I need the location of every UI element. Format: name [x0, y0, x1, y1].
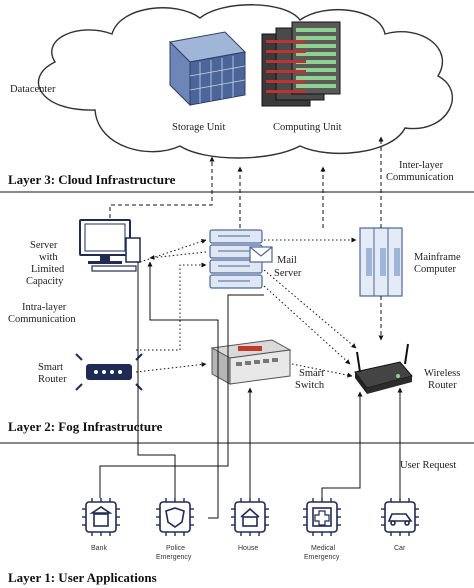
computing-unit-label: Computing Unit [273, 122, 342, 133]
mainframe-label-2: Computer [414, 264, 456, 275]
inter-layer-label-1: Inter-layer [399, 160, 444, 171]
bank-request-line [99, 294, 264, 498]
intra-link-router-switch [135, 362, 207, 373]
medical-label-2: Emergency [304, 554, 340, 561]
intra-link-1 [139, 239, 207, 263]
intra-link-mail-router [263, 285, 351, 365]
layer2-title: Layer 2: Fog Infrastructure [8, 419, 163, 434]
wireless-router-icon [354, 343, 413, 394]
server-limited-label-4: Capacity [26, 276, 64, 287]
police-request-line-2 [147, 261, 219, 519]
police-label-1: Police [166, 545, 185, 552]
user-request-label: User Request [400, 460, 456, 471]
mail-server-label-1: Mail [277, 255, 297, 266]
layer3-title: Layer 3: Cloud Infrastructure [8, 172, 176, 187]
layer1-title: Layer 1: User Applications [8, 570, 157, 585]
mainframe-label-1: Mainframe [414, 252, 461, 263]
storage-unit-label: Storage Unit [172, 122, 225, 133]
inter-layer-label-2: Communication [386, 172, 454, 183]
mail-server-label-2: Server [274, 268, 302, 279]
server-limited-capacity-icon [79, 219, 141, 272]
wireless-router-label-1: Wireless [424, 368, 460, 379]
datacenter-label: Datacenter [10, 84, 56, 95]
storage-unit-icon [168, 31, 247, 107]
bank-label: Bank [91, 545, 107, 552]
house-chip-icon [231, 498, 269, 536]
connection-lines [109, 136, 384, 378]
intra-link-router-mail [136, 262, 207, 351]
mainframe-computer-icon [359, 227, 403, 297]
smart-router-label-1: Smart [38, 362, 63, 373]
car-chip-icon [381, 498, 419, 536]
medical-label-1: Medical [311, 545, 336, 552]
server-limited-label-3: Limited [31, 264, 65, 275]
server-limited-label-1: Server [30, 240, 58, 251]
car-label: Car [394, 545, 406, 552]
police-request-line [137, 262, 176, 500]
wireless-router-label-2: Router [428, 380, 457, 391]
smart-switch-icon [210, 339, 292, 385]
smart-router-icon [75, 353, 143, 391]
police-label-2: Emergency [156, 554, 192, 561]
mail-server-icon [209, 229, 273, 289]
house-label: House [238, 545, 258, 552]
intra-layer-label-2: Communication [8, 314, 76, 325]
intra-link-2 [149, 251, 207, 261]
intra-link-mail-router-2 [263, 269, 357, 349]
smart-switch-label-2: Switch [295, 380, 325, 391]
inter-layer-link-server [109, 156, 215, 218]
police-emergency-chip-icon [156, 498, 194, 536]
smart-switch-label-1: Smart [299, 368, 324, 379]
bank-chip-icon [82, 498, 120, 536]
medical-request-line [321, 391, 363, 500]
intra-layer-label-1: Intra-layer [22, 302, 67, 313]
computing-unit-icon [261, 21, 341, 107]
medical-emergency-chip-icon [303, 498, 341, 536]
user-request-lines [99, 261, 403, 519]
smart-router-label-2: Router [38, 374, 67, 385]
server-limited-label-2: with [39, 252, 58, 263]
